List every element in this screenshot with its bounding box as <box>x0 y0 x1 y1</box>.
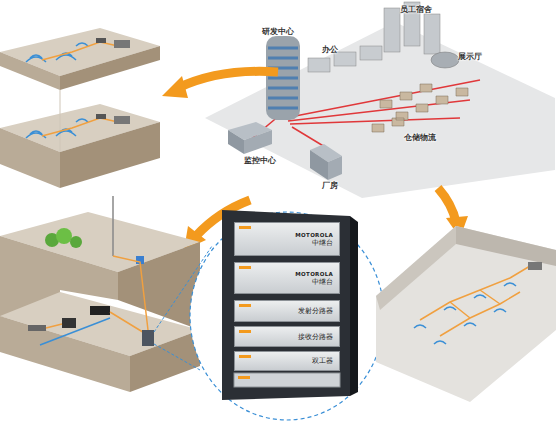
panel-text: 中继台 <box>312 239 333 247</box>
wifi-waves <box>414 283 516 344</box>
brand-mark <box>238 376 250 379</box>
switch-device <box>96 114 106 119</box>
rack-panel: 接收分路器 <box>234 326 340 347</box>
wifi-waves <box>26 43 88 62</box>
rack-panel: MOTOROLA中继台 <box>234 222 340 256</box>
dorm-building <box>424 14 440 54</box>
basement-side <box>0 316 130 392</box>
campus-ground <box>205 22 555 198</box>
warehouses <box>372 84 468 132</box>
flow-arrow <box>438 188 456 222</box>
rack-panel: 双工器 <box>234 351 340 371</box>
office-building <box>360 46 382 60</box>
rack-cabinet <box>222 210 350 400</box>
room-wall <box>456 226 556 266</box>
floor-side <box>0 128 60 188</box>
server-device <box>528 262 542 270</box>
cabinet-small <box>142 330 154 346</box>
brand-mark <box>239 266 251 269</box>
cable <box>40 318 110 345</box>
room-floor <box>376 226 556 402</box>
server-device <box>114 40 130 48</box>
panel-text: 中继台 <box>312 278 333 286</box>
factory-wall <box>328 156 342 180</box>
brand-mark <box>239 226 251 229</box>
tree <box>70 236 82 248</box>
panel-text: MOTOROLA <box>295 231 333 239</box>
dorm-building <box>384 8 400 52</box>
antenna-tower <box>112 196 114 256</box>
room-wall <box>376 226 456 310</box>
panel-text: MOTOROLA <box>295 270 333 278</box>
panel-text: 发射分路器 <box>298 307 333 315</box>
panel-text: 双工器 <box>312 357 333 365</box>
factory-wall <box>310 150 328 180</box>
panel-text: 接收分路器 <box>298 333 333 341</box>
building-label: 厂房 <box>322 180 338 191</box>
rack-panel: 发射分路器 <box>234 300 340 322</box>
building-label: 仓储物流 <box>404 132 436 143</box>
monitor-wall <box>228 130 244 154</box>
monitor-wall <box>244 130 272 154</box>
building-label: 监控中心 <box>244 155 276 166</box>
server-device <box>114 116 130 124</box>
exhibition-hall <box>431 52 459 68</box>
wifi-waves <box>26 119 88 138</box>
tree <box>56 228 72 244</box>
rack-panel <box>234 373 340 387</box>
arrow-head <box>162 76 188 98</box>
brand-mark <box>239 330 251 333</box>
ground-side <box>118 242 200 330</box>
equipment <box>90 306 110 315</box>
basement-side <box>130 330 200 392</box>
floor-side <box>60 122 160 188</box>
equipment <box>62 318 76 328</box>
building-label: 员工宿舍 <box>400 4 432 15</box>
equipment <box>28 325 46 331</box>
building-label: 办公 <box>322 44 338 55</box>
building-label: 展示厅 <box>458 51 482 62</box>
office-building <box>308 58 330 72</box>
building-label: 研发中心 <box>262 26 294 37</box>
rack-side <box>350 216 358 396</box>
switch-device <box>96 38 106 43</box>
cable <box>42 42 118 136</box>
rd-tower <box>266 36 300 120</box>
floor-side <box>60 46 160 90</box>
office-building <box>334 52 356 66</box>
tower-windows <box>268 48 298 108</box>
flow-arrow <box>178 71 278 88</box>
rack-panel: MOTOROLA中继台 <box>234 262 340 294</box>
brand-mark <box>239 355 251 358</box>
wall-edge <box>60 90 61 152</box>
brand-mark <box>239 304 251 307</box>
